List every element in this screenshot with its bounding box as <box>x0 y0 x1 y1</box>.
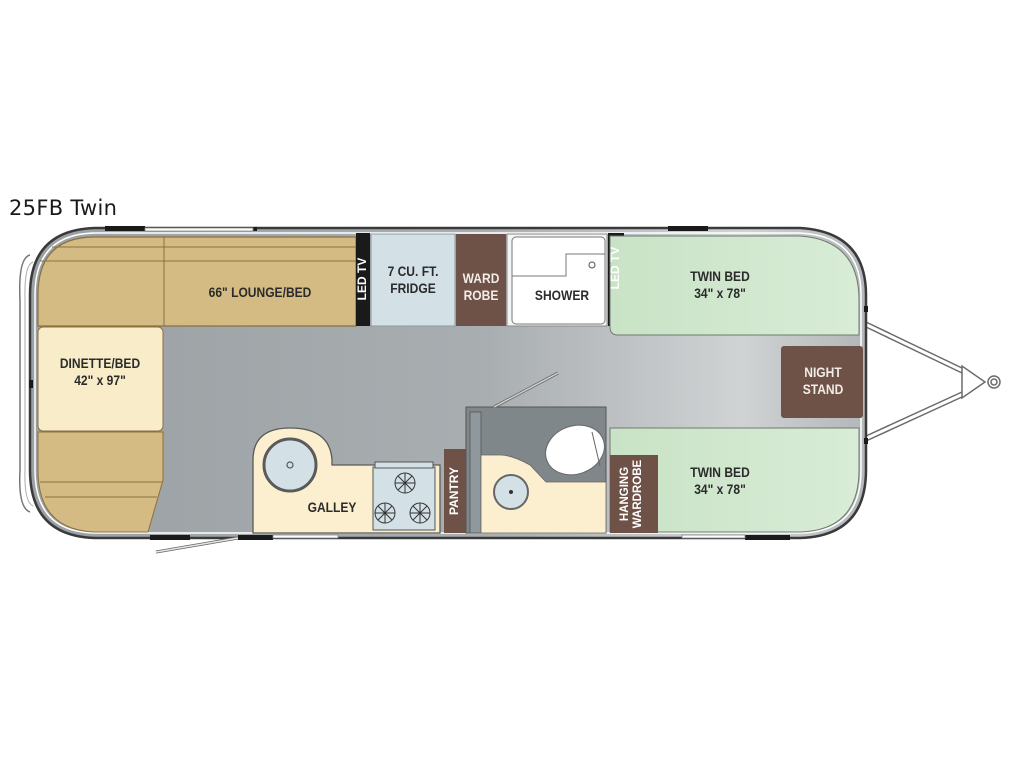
room-label-galley: GALLEY <box>307 499 357 515</box>
room-label-wardrobe: WARD ROBE <box>462 270 500 303</box>
room-label-pantry: PANTRY <box>447 467 461 515</box>
hitch-tongue <box>865 321 1001 442</box>
room-label-dinette-bed: DINETTE/BED 42" x 97" <box>59 355 141 388</box>
room-label-lounge-bed: 66" LOUNGE/BED <box>208 284 312 300</box>
room-label-twin-bed-top: TWIN BED 34" x 78" <box>690 268 750 301</box>
room-label-night-stand: NIGHT STAND <box>802 364 844 397</box>
room-label-fridge: 7 CU. FT. FRIDGE <box>387 263 439 296</box>
room-label-led-tv-1: LED TV <box>355 257 369 301</box>
floorplan-title: 25FB Twin <box>9 196 118 220</box>
room-label-hanging-wardrobe: HANGING WARDROBE <box>619 459 644 529</box>
room-label-shower: SHOWER <box>534 287 590 303</box>
room-label-twin-bed-bottom: TWIN BED 34" x 78" <box>690 464 750 497</box>
room-label-led-tv-2: LED TV <box>608 246 622 290</box>
